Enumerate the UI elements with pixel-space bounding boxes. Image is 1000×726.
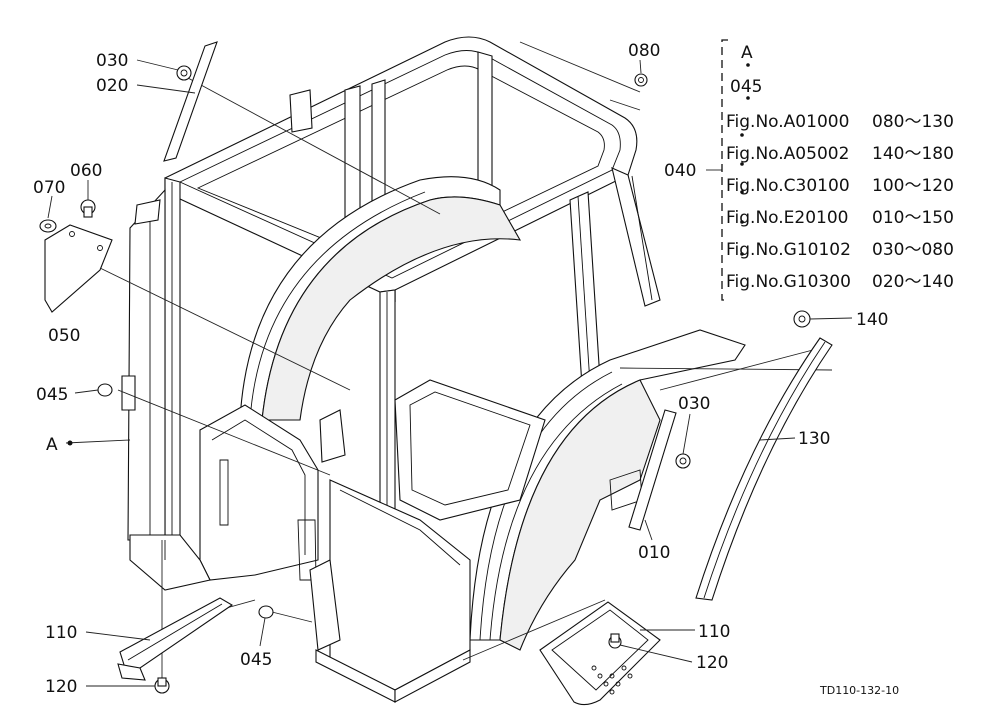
reference-sub: 045 — [730, 77, 762, 97]
callout-030-right: 030 — [678, 394, 710, 414]
step-110-left — [117, 597, 234, 681]
callout-120-left: 120 — [45, 677, 77, 697]
reference-range: 030～080 — [872, 240, 954, 260]
callout-045-left: 045 — [36, 385, 68, 405]
callout-leaders — [47, 59, 853, 687]
reference-range: 080～130 — [872, 112, 954, 132]
bolt-120-left — [154, 677, 170, 694]
rear-fender — [239, 176, 522, 421]
plate-050 — [44, 224, 113, 313]
washer-070 — [39, 219, 57, 233]
reference-range: 020～140 — [872, 272, 954, 292]
callout-110-right: 110 — [698, 622, 730, 642]
reference-range: 010～150 — [872, 208, 954, 228]
callout-080: 080 — [628, 41, 660, 61]
callout-020: 020 — [96, 76, 128, 96]
bolt-120-right — [608, 633, 622, 649]
bushing-045-bottom — [258, 605, 274, 619]
callout-045-bottom: 045 — [240, 650, 272, 670]
rail-020 — [163, 41, 218, 162]
bushing-045-left — [97, 383, 113, 397]
callout-130: 130 — [798, 429, 830, 449]
callout-140: 140 — [856, 310, 888, 330]
callout-050: 050 — [48, 326, 80, 346]
nut-030-top — [176, 65, 192, 81]
reference-fig: Fig.No.G10102 — [726, 240, 851, 260]
step-110-right — [539, 601, 661, 706]
rail-010 — [628, 409, 677, 531]
callout-060: 060 — [70, 161, 102, 181]
reference-fig: Fig.No.C30100 — [726, 176, 850, 196]
callout-A: A — [46, 435, 58, 455]
callout-110-left: 110 — [45, 623, 77, 643]
callout-120-right: 120 — [696, 653, 728, 673]
reference-fig: Fig.No.G10300 — [726, 272, 851, 292]
reference-header: A — [741, 43, 753, 63]
reference-list: A 045 Fig.No.A01000 080～130 Fig.No.A0500… — [726, 43, 954, 292]
alignment-lines — [99, 41, 833, 690]
bolt-060 — [80, 199, 96, 218]
seal-130 — [695, 337, 833, 601]
nut-080 — [634, 73, 648, 87]
callout-070: 070 — [33, 178, 65, 198]
bolt-140 — [793, 310, 811, 328]
left-console-panel — [199, 404, 346, 581]
left-front-pillar — [121, 177, 181, 541]
reference-fig: Fig.No.A05002 — [726, 144, 849, 164]
reference-fig: Fig.No.A01000 — [726, 112, 849, 132]
rear-pillars — [289, 51, 661, 387]
callout-030-top: 030 — [96, 51, 128, 71]
reference-range: 100～120 — [872, 176, 954, 196]
callout-010: 010 — [638, 543, 670, 563]
nut-030-right — [675, 453, 691, 469]
reference-bracket — [721, 39, 750, 301]
drawing-code: TD110-132-10 — [819, 684, 899, 697]
lower-frame — [129, 534, 471, 703]
reference-fig: Fig.No.E20100 — [726, 208, 849, 228]
callout-040: 040 — [664, 161, 696, 181]
reference-range: 140～180 — [872, 144, 954, 164]
